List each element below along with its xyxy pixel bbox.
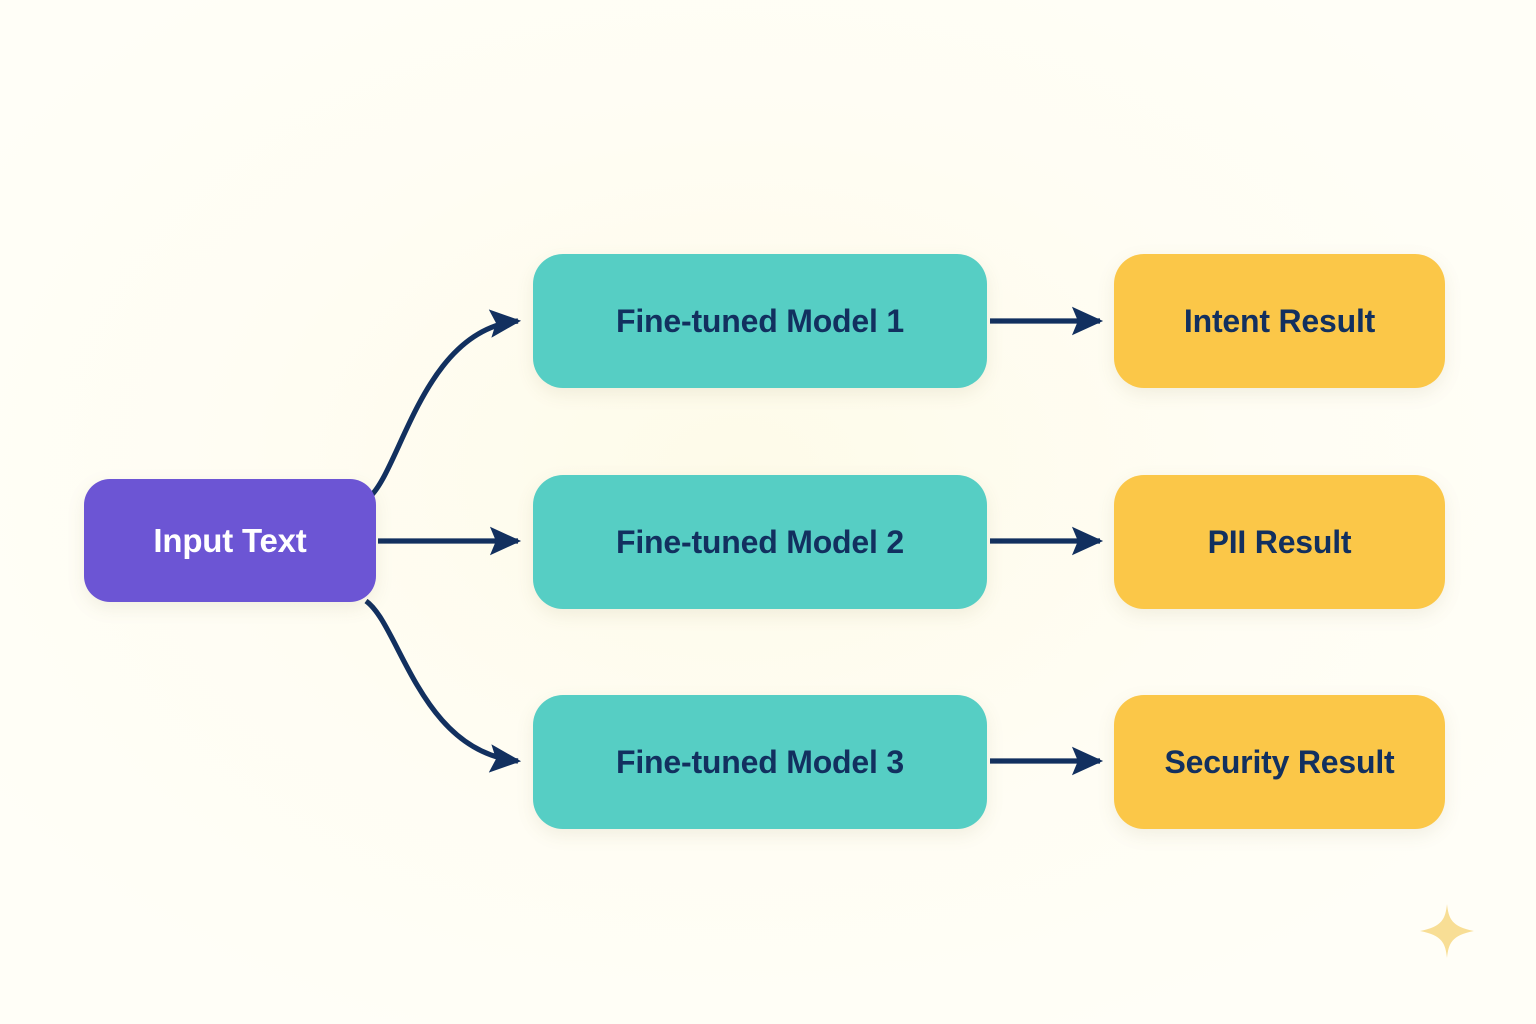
node-input-text[interactable]: Input Text [84, 479, 376, 602]
node-fine-tuned-model-3[interactable]: Fine-tuned Model 3 [533, 695, 987, 829]
node-pii-result[interactable]: PII Result [1114, 475, 1445, 609]
node-security-result[interactable]: Security Result [1114, 695, 1445, 829]
sparkle-icon [1420, 904, 1474, 958]
node-fine-tuned-model-2[interactable]: Fine-tuned Model 2 [533, 475, 987, 609]
edge-input-to-model-1 [364, 309, 522, 503]
node-intent-result[interactable]: Intent Result [1114, 254, 1445, 388]
node-fine-tuned-model-1[interactable]: Fine-tuned Model 1 [533, 254, 987, 388]
edge-input-to-model-3 [364, 598, 522, 773]
